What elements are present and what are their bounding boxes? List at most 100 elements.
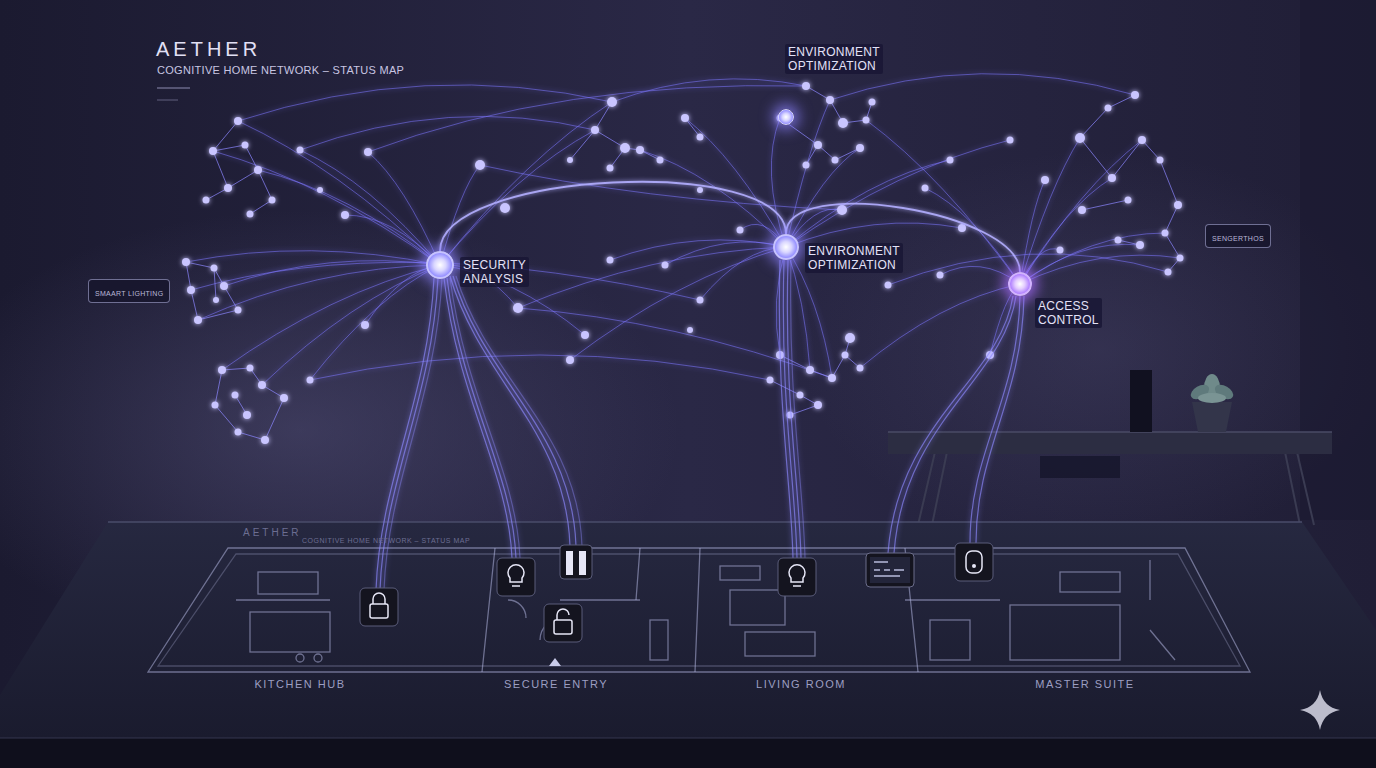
network-dots [232,392,239,399]
network-mesh [786,160,950,247]
network-dots [832,157,839,164]
network-dots [234,117,242,125]
network-dots [607,97,617,107]
network-dots [697,297,704,304]
network-mesh [518,247,786,308]
floor-plan [1010,605,1120,660]
network-dots [297,147,304,154]
network-dots [258,381,266,389]
network-mesh [368,86,806,152]
device-icons [497,558,535,596]
cluster-node: ENVIRONMENT OPTIMIZATION [778,109,794,125]
floor-plan [314,654,322,662]
network-dots [567,157,573,163]
network-dots [1131,91,1139,99]
network-dots [922,185,929,192]
network-dots [194,316,202,324]
network-mesh [860,284,1020,368]
device-icons [955,543,993,581]
network-dots [1108,174,1116,182]
entry-marker [549,658,561,666]
cluster-links [206,121,272,214]
network-mesh [480,165,842,210]
network-mesh [224,261,440,286]
network-dots [1041,176,1049,184]
network-dots [209,147,217,155]
network-dots [814,141,822,149]
network-dots [737,227,744,234]
plant [1192,402,1232,432]
cluster-links [186,86,1180,440]
network-dots [220,282,228,290]
cluster-links [215,368,284,440]
device-icons [360,543,993,642]
node-label: SECURITY ANALYSIS [460,257,529,287]
network-mesh [830,74,1135,100]
data-beams [791,260,805,558]
network-dots [361,321,369,329]
sparkle-mark [1300,690,1340,730]
network-dots [662,262,669,269]
network-dots [885,282,892,289]
network-dots [243,411,251,419]
device-icons [870,557,910,583]
network-dots [947,157,954,164]
network-mesh [198,265,440,320]
network-dots [697,187,703,193]
floor-plan [508,600,526,618]
network-dots [803,162,810,169]
network-mesh [786,140,1010,247]
desk [888,370,1332,525]
network-dots [182,258,190,266]
network-dots [657,157,664,164]
floor-plan [730,590,785,625]
network-mesh [570,247,786,360]
network-mesh [238,85,612,121]
network-mesh [310,355,770,380]
network-mesh [1020,233,1165,284]
network-mesh [345,215,440,265]
network-dots [1078,206,1086,214]
desk [1130,370,1152,432]
network-dots [581,331,589,339]
network-dots [842,352,849,359]
hub-node: ACCESS CONTROL [1008,272,1032,296]
network-dots [187,286,195,294]
device-icons [972,564,976,568]
tag-pill: SMAART LIGHTING [88,279,170,303]
tag-pill: SENGERTHOS [1205,224,1271,248]
network-dots [814,401,822,409]
network-dots [856,144,864,152]
device-icons [508,565,524,586]
network-mesh [368,152,440,265]
device-icons [566,551,573,575]
data-beams [970,296,1020,543]
network-mesh [665,242,786,265]
data-beams [453,276,576,546]
node-label: ACCESS CONTROL [1035,298,1102,328]
network-dots [1057,247,1064,254]
network-dots [937,272,944,279]
network-dots [269,197,276,204]
network-mesh [300,116,595,150]
network-dots [364,148,372,156]
network-dots [500,203,510,213]
network-dots [1177,255,1184,262]
data-beams [376,260,1024,590]
node-label: ENVIRONMENT OPTIMIZATION [785,44,883,74]
network-mesh [440,130,595,265]
network-dots [845,333,855,343]
background [800,150,1376,550]
network-dots [1162,230,1169,237]
network-dots [806,366,814,374]
data-beams [456,276,582,546]
network-dots [1105,105,1112,112]
floor-plan [482,548,918,672]
network-dots [838,118,848,128]
network-dots [254,166,262,174]
network-dots [828,374,836,382]
title-decoration [157,88,190,100]
device-icons [866,553,914,587]
network-dots [475,160,485,170]
